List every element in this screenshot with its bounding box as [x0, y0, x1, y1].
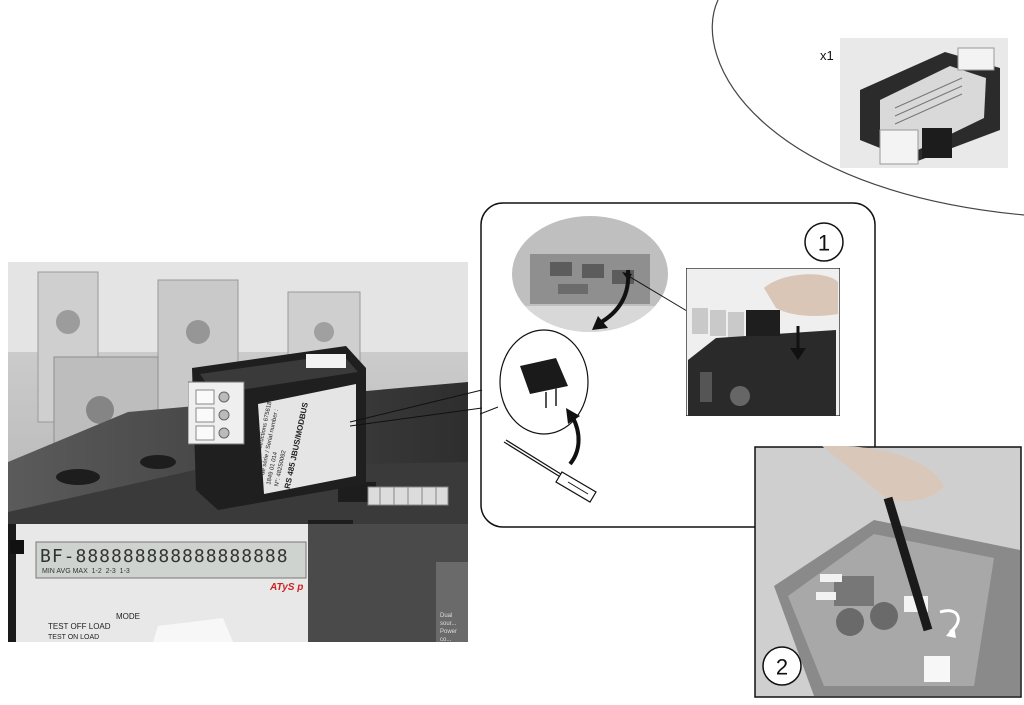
connector-block-row	[367, 486, 449, 506]
step2-number: 2	[776, 655, 788, 680]
step1-badge: 1	[804, 222, 844, 262]
menu-item-test-off-load: TEST OFF LOAD	[48, 622, 111, 631]
step1-arrows	[566, 269, 693, 466]
socket-closeup	[512, 216, 668, 332]
step1-frame: 1	[480, 202, 878, 530]
rs485-module: ⚠ Notice / Instructions 675618 N° de sér…	[188, 344, 368, 512]
step1-insert-photo	[686, 268, 840, 416]
device-brand: ATyS p	[270, 582, 304, 593]
lcd-sub-labels: MIN AVG MAX 1-2 2-3 1-3	[42, 568, 130, 575]
step2-badge: 2	[762, 646, 802, 686]
kit-quantity: x1	[820, 48, 834, 63]
device-photo: BF-888888888888888888 MIN AVG MAX 1-2 2-…	[8, 262, 468, 643]
panel-side-label: Dual sour... Power co...	[440, 613, 458, 643]
rs485-module-body	[188, 346, 366, 510]
screwdriver-icon	[503, 439, 597, 503]
menu-item-test-on-load: TEST ON LOAD	[48, 634, 100, 641]
kit-bubble: x1	[700, 0, 1024, 220]
step2-frame: 2	[754, 446, 1022, 698]
module-product-photo	[840, 38, 1008, 168]
menu-mode-label: MODE	[116, 612, 140, 621]
leader-lines	[349, 389, 483, 427]
step2-photo	[754, 446, 1022, 698]
step1-number: 1	[818, 231, 830, 256]
kit-bubble-outline	[711, 0, 1024, 216]
lcd-display: BF-888888888888888888	[40, 546, 289, 567]
